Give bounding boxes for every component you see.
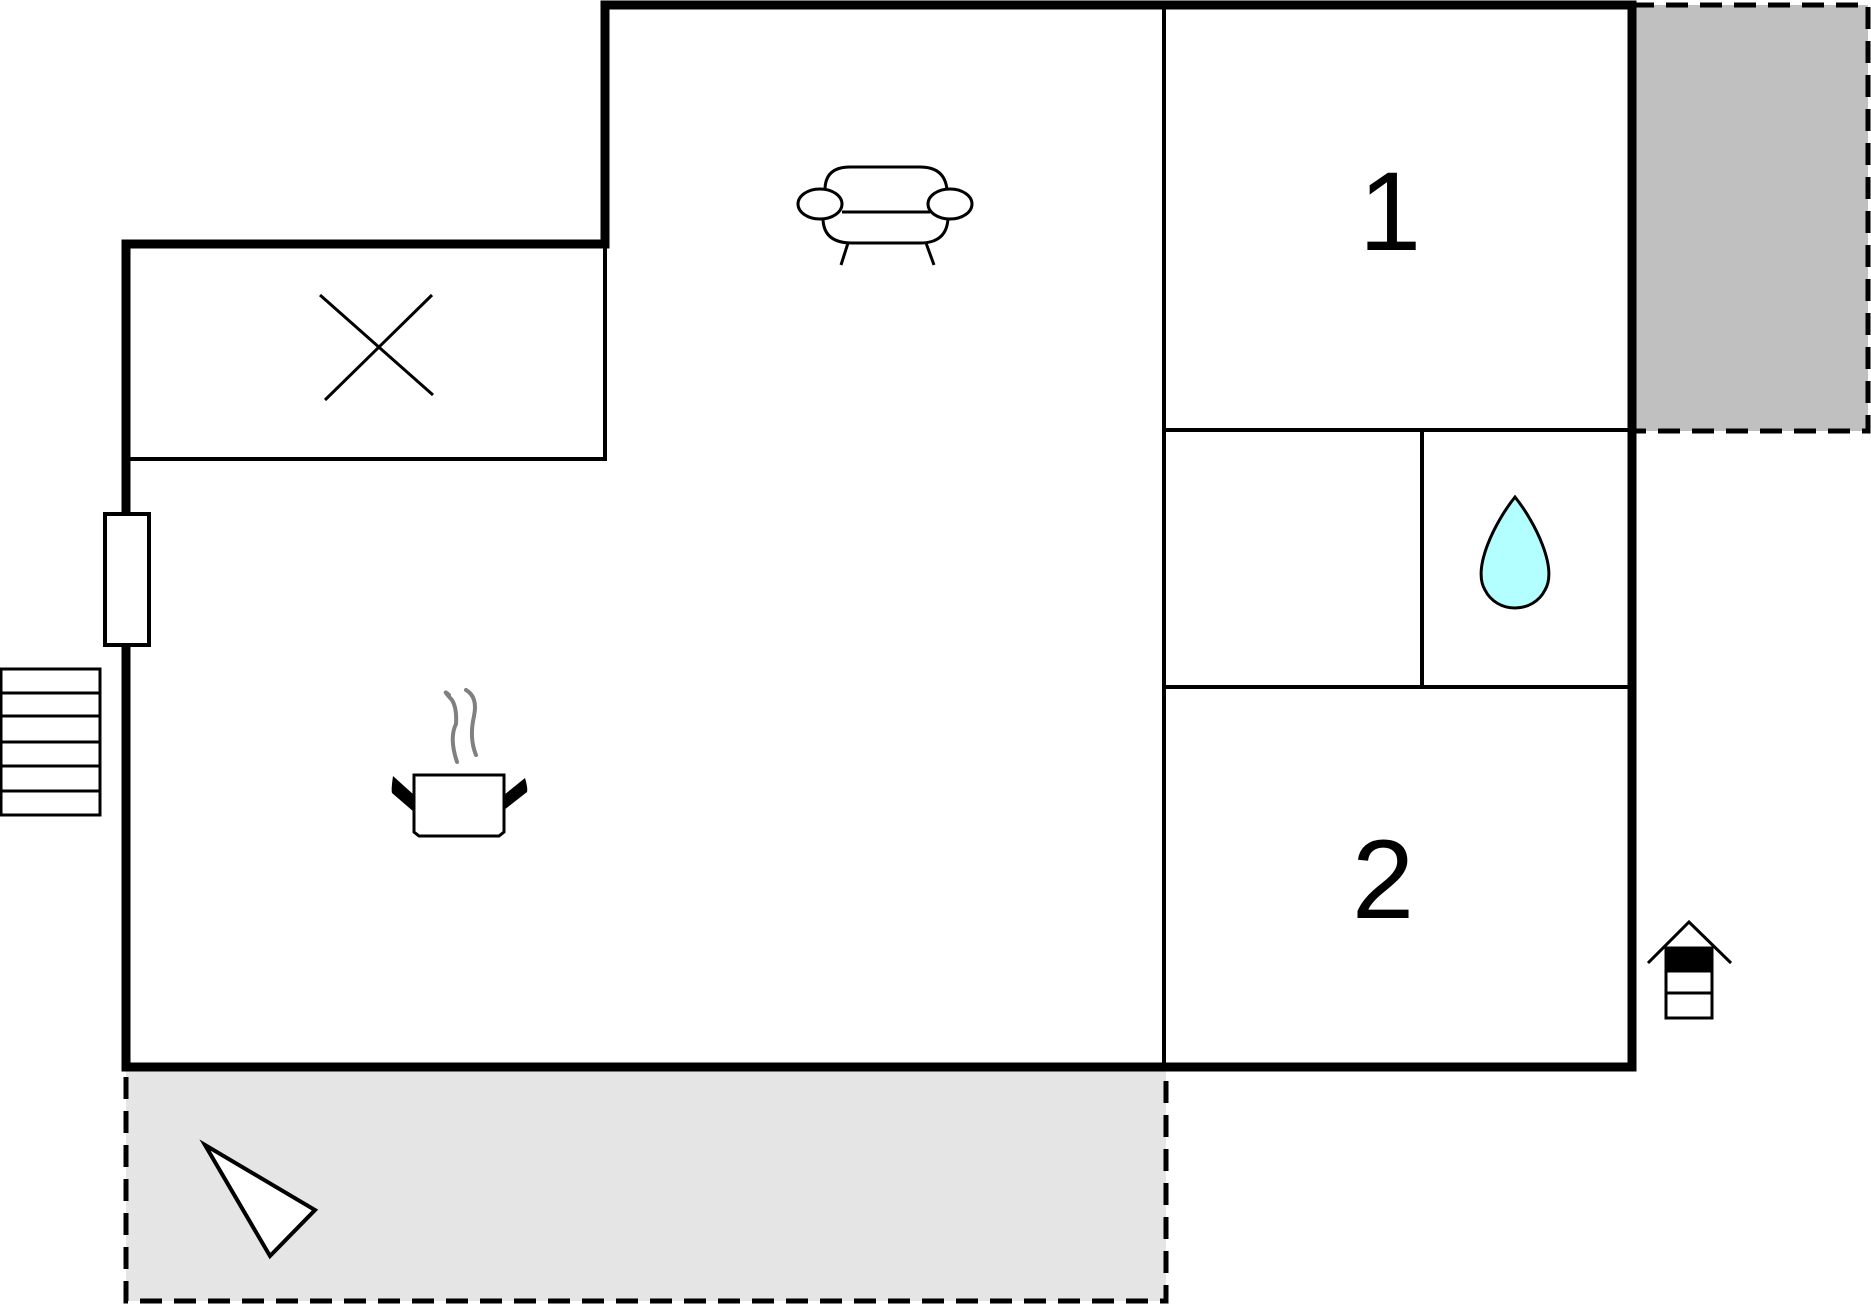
terrace-area xyxy=(123,1064,1169,1304)
sail-icon xyxy=(199,1139,319,1260)
cross-icon xyxy=(319,293,434,402)
water-drop-icon xyxy=(1479,494,1551,610)
radiator-icon xyxy=(0,667,102,817)
room-label-1: 1 xyxy=(1359,149,1421,274)
interior-walls xyxy=(126,5,1632,1067)
window xyxy=(103,512,151,647)
sofa-icon xyxy=(796,165,974,266)
house-entrance-icon xyxy=(1646,919,1733,1020)
cooking-pot-icon xyxy=(391,688,528,838)
covered-area xyxy=(1629,2,1871,434)
room-label-2: 2 xyxy=(1352,817,1414,942)
